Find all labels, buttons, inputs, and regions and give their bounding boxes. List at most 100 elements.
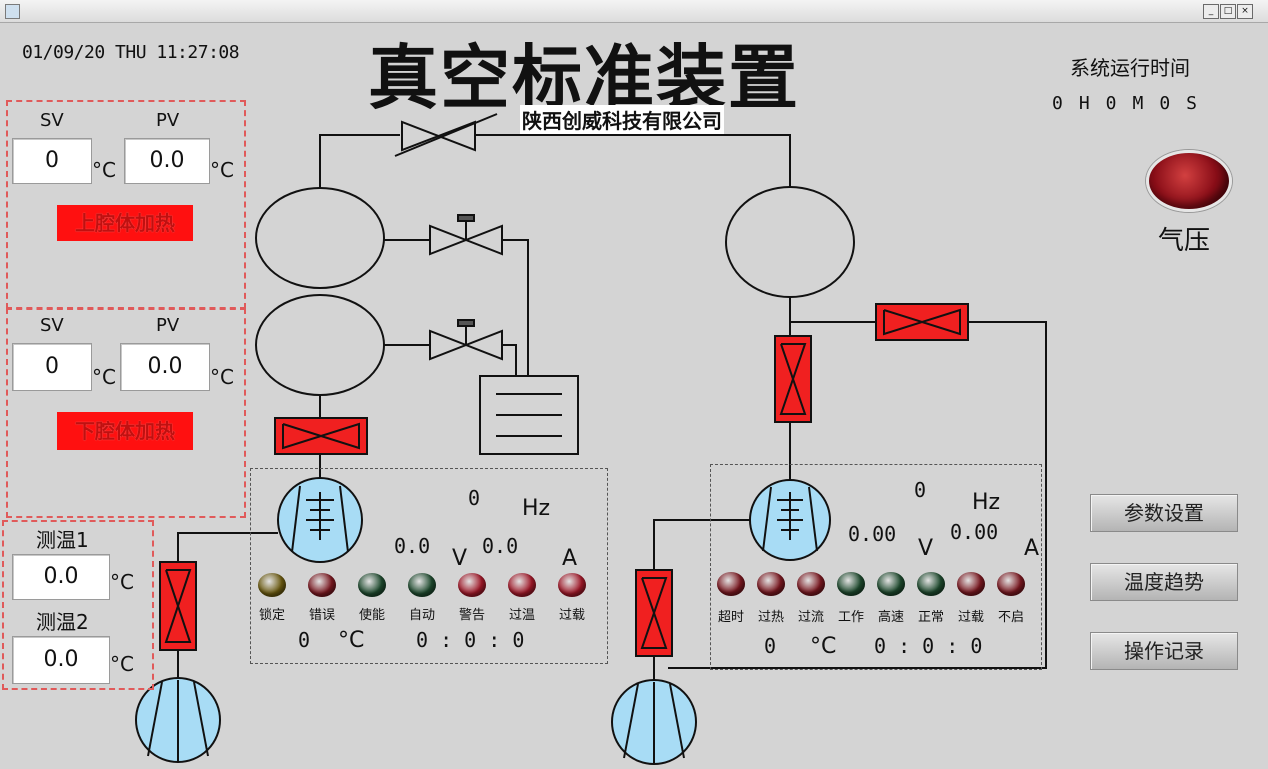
gate-valve-top-right-icon xyxy=(875,303,969,341)
lower-sv-label: SV xyxy=(40,315,64,336)
pressure-lamp-icon[interactable] xyxy=(1146,150,1232,212)
hand-valve-upper-icon xyxy=(429,214,503,256)
pump1-current: 0.0 xyxy=(482,534,519,558)
app-icon xyxy=(5,4,20,19)
close-button[interactable]: × xyxy=(1237,4,1253,19)
molecular-pump-right-icon xyxy=(749,479,831,561)
temp1-unit: °C xyxy=(110,570,134,594)
hand-valve-lower-icon xyxy=(429,319,503,361)
runtime-label: 系统运行时间 xyxy=(1070,56,1190,80)
pump1-temp-unit: °C xyxy=(338,628,365,653)
temp1-label: 测温1 xyxy=(36,528,89,552)
upper-sv-unit: °C xyxy=(92,158,116,182)
upper-sv-label: SV xyxy=(40,110,64,131)
temp2-unit: °C xyxy=(110,652,134,676)
pump1-voltage: 0.0 xyxy=(394,534,431,558)
right-chamber xyxy=(725,186,855,298)
upper-pv-unit: °C xyxy=(210,158,234,182)
pump1-indicator-lamp-icon xyxy=(308,573,336,597)
pump2-indicator-lamp-icon xyxy=(997,572,1025,596)
pump2-indicator-lamp-icon xyxy=(837,572,865,596)
pump1-indicator-label: 错误 xyxy=(308,608,335,623)
pump2-current: 0.00 xyxy=(950,520,999,544)
pump2-indicator-lamp-icon xyxy=(717,572,745,596)
pump1-status-panel xyxy=(250,468,608,664)
lower-sv-unit: °C xyxy=(92,365,116,389)
lower-heating-panel xyxy=(6,308,246,518)
pump2-indicator-label: 过载 xyxy=(957,610,984,625)
temperature-panel xyxy=(2,520,154,690)
upper-pv-field: 0.0 xyxy=(124,138,210,184)
pump1-indicator-label: 锁定 xyxy=(258,608,285,623)
pump1-indicator-lamp-icon xyxy=(558,573,586,597)
maximize-button[interactable]: □ xyxy=(1220,4,1236,19)
gate-valve-left-icon xyxy=(274,417,368,455)
company-name: 陕西创威科技有限公司 xyxy=(520,105,724,134)
pump2-indicator-lamp-icon xyxy=(917,572,945,596)
upper-heat-button[interactable]: 上腔体加热 xyxy=(57,205,193,241)
pump2-temp: 0 xyxy=(764,634,777,658)
molecular-pump-left-icon xyxy=(277,477,363,563)
gate-valve-right-icon xyxy=(774,335,812,423)
pump1-frequency: 0 xyxy=(468,486,481,510)
pump2-voltage-unit: V xyxy=(918,536,934,561)
runtime-value: 0H0M0S xyxy=(1052,93,1214,114)
pump2-frequency: 0 xyxy=(914,478,927,502)
upper-chamber xyxy=(255,187,385,289)
pump1-indicator-lamp-icon xyxy=(508,573,536,597)
pump1-indicator-lamp-icon xyxy=(408,573,436,597)
lower-pv-unit: °C xyxy=(210,365,234,389)
cold-trap xyxy=(479,375,579,455)
pump2-indicator-label: 不启 xyxy=(997,610,1024,625)
pump2-run-time: 0 : 0 : 0 xyxy=(874,634,983,658)
pump2-indicator-label: 正常 xyxy=(917,610,944,625)
lower-pv-label: PV xyxy=(156,315,180,336)
gate-valve-left-lower-icon xyxy=(159,561,197,651)
pump1-indicator-lamp-icon xyxy=(458,573,486,597)
parameter-settings-button[interactable]: 参数设置 xyxy=(1090,494,1238,532)
gate-valve-right-lower-icon xyxy=(635,569,673,657)
operation-log-button[interactable]: 操作记录 xyxy=(1090,632,1238,670)
temp1-field: 0.0 xyxy=(12,554,110,600)
pump1-run-time: 0 : 0 : 0 xyxy=(416,628,525,652)
temp2-label: 测温2 xyxy=(36,610,89,634)
pump2-indicator-lamp-icon xyxy=(957,572,985,596)
backing-pump-right-icon xyxy=(611,679,697,765)
pump1-frequency-unit: Hz xyxy=(522,496,551,521)
pump1-indicator-label: 自动 xyxy=(408,608,435,623)
pump2-indicator-label: 超时 xyxy=(717,610,744,625)
pump2-indicator-label: 高速 xyxy=(877,610,904,625)
backing-pump-left-icon xyxy=(135,677,221,763)
lower-pv-field: 0.0 xyxy=(120,343,210,391)
pump1-indicator-label: 警告 xyxy=(458,608,485,623)
lower-sv-input[interactable]: 0 xyxy=(12,343,92,391)
pump2-frequency-unit: Hz xyxy=(972,490,1001,515)
minimize-button[interactable]: _ xyxy=(1203,4,1219,19)
pressure-label: 气压 xyxy=(1158,226,1211,256)
pump2-indicator-label: 工作 xyxy=(837,610,864,625)
pump2-current-unit: A xyxy=(1024,536,1040,561)
pump1-temp: 0 xyxy=(298,628,311,652)
pump1-indicator-label: 过温 xyxy=(508,608,535,623)
temperature-trend-button[interactable]: 温度趋势 xyxy=(1090,563,1238,601)
upper-sv-input[interactable]: 0 xyxy=(12,138,92,184)
pump2-indicator-lamp-icon xyxy=(877,572,905,596)
upper-pv-label: PV xyxy=(156,110,180,131)
lower-chamber xyxy=(255,294,385,396)
pump1-current-unit: A xyxy=(562,546,578,571)
pump2-indicator-lamp-icon xyxy=(757,572,785,596)
pump1-voltage-unit: V xyxy=(452,546,468,571)
pump1-indicator-lamp-icon xyxy=(358,573,386,597)
pump2-voltage: 0.00 xyxy=(848,522,897,546)
pump2-indicator-label: 过流 xyxy=(797,610,824,625)
window-title-bar xyxy=(0,0,1268,23)
pump2-indicator-lamp-icon xyxy=(797,572,825,596)
pump2-status-panel xyxy=(710,464,1042,670)
pump2-temp-unit: °C xyxy=(810,634,837,659)
pump2-indicator-label: 过热 xyxy=(757,610,784,625)
needle-valve-icon xyxy=(394,113,498,157)
datetime-display: 01/09/20 THU 11:27:08 xyxy=(22,42,240,63)
lower-heat-button[interactable]: 下腔体加热 xyxy=(57,412,193,450)
pump1-indicator-label: 过载 xyxy=(558,608,585,623)
